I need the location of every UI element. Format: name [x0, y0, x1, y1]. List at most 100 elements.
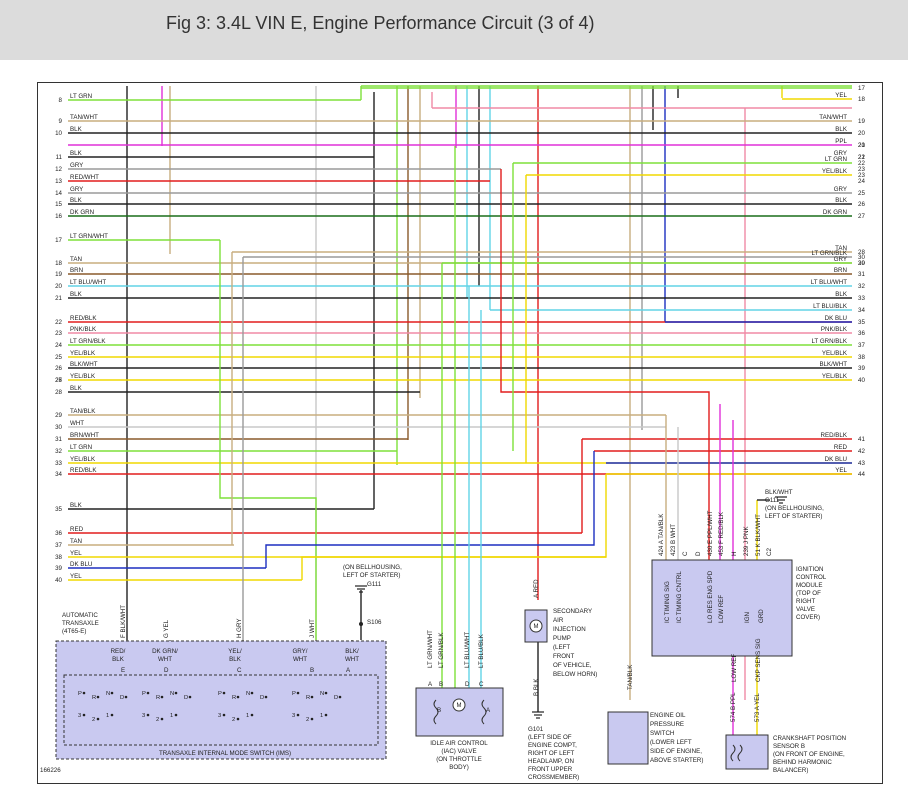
air-pump-label: FRONT: [553, 653, 575, 660]
oil-switch-label: ENGINE OIL: [650, 712, 686, 719]
ims-contact: [188, 695, 192, 699]
ims-contact: [324, 713, 328, 717]
ims-position-label: N: [246, 691, 250, 697]
ims-connector-letter: E: [121, 667, 125, 674]
left-row-label: LT GRN: [70, 93, 92, 100]
g111-right-label: BLK/WHT: [765, 489, 793, 496]
iac-wire-label: LT GRN/WHT: [427, 630, 434, 668]
iac-wire-label: LT BLU/WHT: [464, 632, 471, 668]
ims-contact: [264, 695, 268, 699]
ims-contact: [236, 695, 240, 699]
oil-switch-body: [607, 711, 649, 765]
left-row-label: BLK: [70, 385, 83, 392]
ckp-wire-label: 573 A YEL: [754, 693, 761, 722]
left-row-number: 28: [55, 389, 62, 396]
air-pump-label: OF VEHICLE,: [553, 662, 592, 669]
left-row-number: 20: [55, 283, 62, 290]
left-row-label: GRY: [70, 162, 83, 169]
left-row-number: 15: [55, 201, 62, 208]
left-row-label: BLK: [70, 150, 83, 157]
ims-connector-letter: D: [164, 667, 169, 674]
right-row-number: 21: [858, 154, 865, 161]
ims-wire-label: WHT: [293, 656, 307, 663]
right-row-number: 32: [858, 283, 865, 290]
right-row-number: 41: [858, 436, 865, 443]
air-pump-label: (LEFT: [553, 644, 570, 651]
right-row-number: 22: [858, 154, 865, 161]
icm-pin-label: IGN: [744, 612, 751, 623]
iac-coil-b-icon: [433, 699, 439, 725]
ims-contact: [338, 695, 342, 699]
splice-s106: [359, 622, 363, 626]
left-row-label: BRN/WHT: [70, 432, 99, 439]
ims-position-label: D: [260, 695, 264, 701]
ims-position-label: N: [320, 691, 324, 697]
left-row-number: 17: [55, 237, 62, 244]
right-row-number: 20: [858, 142, 865, 149]
ims-contact: [250, 713, 254, 717]
air-pump-label: SECONDARY: [553, 608, 592, 615]
icm-wire-label: 430 E PPL/WHT: [707, 510, 714, 556]
iac-coil-label: B: [437, 707, 441, 714]
wire-route: [500, 169, 710, 600]
air-pump-pin: B BLK: [533, 678, 540, 696]
ims-contact: [110, 713, 114, 717]
icm-wire-label: H: [731, 552, 738, 556]
ims-contact: [222, 713, 226, 717]
left-row-number: 13: [55, 178, 62, 185]
ims-wire-label: RED/: [111, 648, 126, 655]
right-row-number: 38: [858, 354, 865, 361]
right-row-number: 30: [858, 254, 865, 261]
g101-label: CROSSMEMBER): [528, 774, 579, 781]
right-row-number: 31: [858, 271, 865, 278]
oil-switch-label: SIDE OF ENGINE,: [650, 748, 702, 755]
ims-contact: [174, 713, 178, 717]
right-row-label: YEL/BLK: [822, 168, 848, 175]
right-row-label: GRY: [834, 256, 847, 263]
right-row-number: 17: [858, 85, 865, 92]
right-row-label: GRY: [834, 150, 847, 157]
iac-valve-body: [415, 687, 504, 737]
g111-location: LEFT OF STARTER): [343, 572, 400, 579]
ims-position-label: D: [334, 695, 338, 701]
ims-connector-letter: C: [237, 667, 242, 674]
left-row-number: 19: [55, 271, 62, 278]
right-row-number: 34: [858, 307, 865, 314]
left-row-label: YEL/BLK: [70, 373, 96, 380]
left-row-number: 12: [55, 166, 62, 173]
right-row-number: 29: [858, 260, 865, 267]
g111-right-label: G111: [765, 497, 780, 504]
left-row-number: 38: [55, 554, 62, 561]
ims-contact: [296, 713, 300, 717]
oil-switch-label: (LOWER LEFT: [650, 739, 692, 746]
icm-wire-label: 424 A TAN/BLK: [658, 513, 665, 556]
s106-label: S106: [367, 619, 382, 626]
right-row-number: 39: [858, 365, 865, 372]
ims-contact: [222, 691, 226, 695]
right-row-label: BLK: [835, 126, 848, 133]
ims-position-label: N: [106, 691, 110, 697]
right-row-number: 18: [858, 96, 865, 103]
ims-position-label: 2: [232, 717, 235, 723]
ims-pin-label: J WHT: [309, 619, 316, 638]
right-row-number: 23: [858, 166, 865, 173]
air-pump-label: AIR: [553, 617, 564, 624]
ims-title: TRANSAXLE INTERNAL MODE SWITCH (IMS): [159, 750, 291, 757]
g101-label: ENGINE COMPT,: [528, 742, 577, 749]
iac-motor-letter: M: [457, 703, 462, 709]
ims-position-label: 3: [292, 713, 295, 719]
wire-route: [219, 240, 317, 640]
left-row-label: YEL: [70, 573, 82, 580]
left-row-label: BLK: [70, 197, 83, 204]
figure-title-bar: Fig 3: 3.4L VIN E, Engine Performance Ci…: [0, 0, 908, 60]
transaxle-label: TRANSAXLE: [62, 620, 99, 627]
icm-label: IGNITION: [796, 566, 824, 573]
ims-pin-label: F BLK/WHT: [120, 605, 127, 638]
left-row-number: 31: [55, 436, 62, 443]
ims-contact: [310, 695, 314, 699]
right-row-number: 43: [858, 460, 865, 467]
ims-wire-label: BLK: [112, 656, 125, 663]
icm-pin-label: IC TIMING SIG: [664, 581, 671, 623]
ims-contact: [160, 717, 164, 721]
icm-wire-label: C2: [766, 548, 773, 556]
